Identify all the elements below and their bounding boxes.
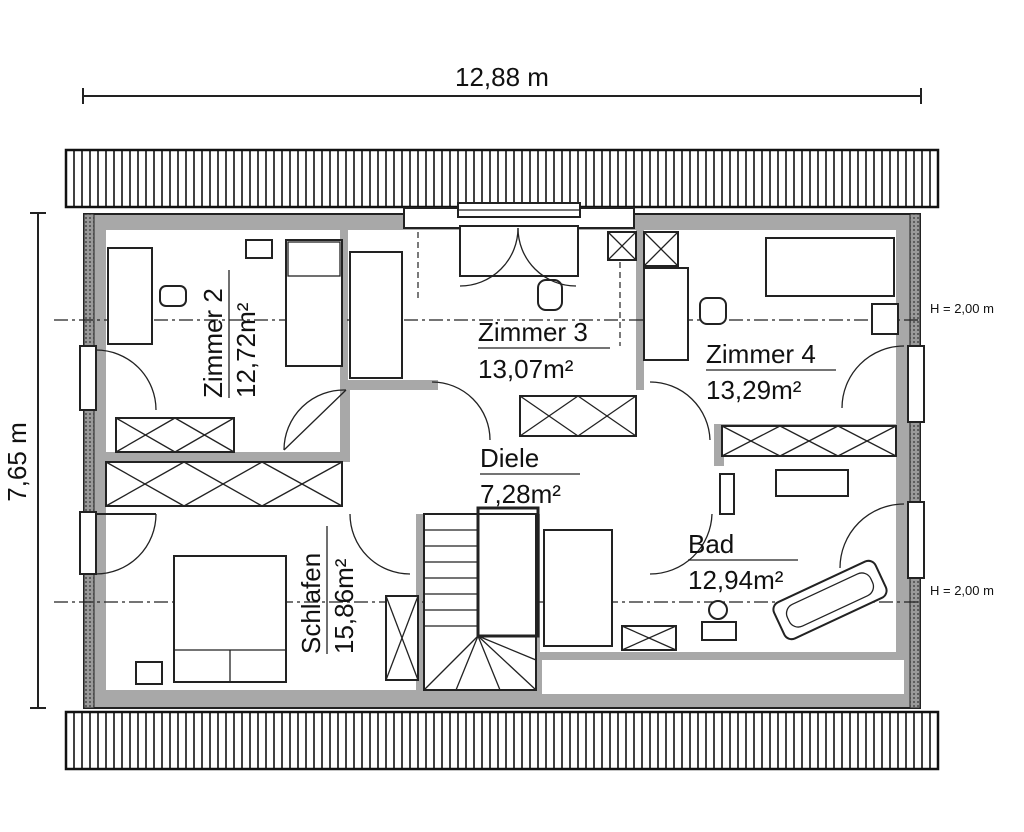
roof-top [64, 148, 940, 209]
height-marker-lower: H = 2,00 m [930, 583, 994, 598]
room-label-bad: Bad 12,94m² [688, 529, 798, 595]
bad-area: 12,94m² [688, 565, 784, 595]
schlafen-name: Schlafen [296, 553, 326, 654]
zimmer3-name: Zimmer 3 [478, 317, 588, 347]
zimmer3-furniture [349, 225, 637, 437]
zimmer4-name: Zimmer 4 [706, 339, 816, 369]
diele-area: 7,28m² [480, 479, 561, 509]
staircase [423, 506, 540, 691]
bad-furniture [543, 469, 888, 651]
zimmer2-area: 12,72m² [231, 302, 261, 398]
doors [95, 227, 905, 575]
bad-name: Bad [688, 529, 734, 559]
room-label-zimmer2: Zimmer 2 12,72m² [198, 270, 261, 398]
zimmer4-area: 13,29m² [706, 375, 802, 405]
windows-side [79, 345, 925, 579]
room-label-schlafen: Schlafen 15,86m² [296, 526, 359, 654]
schlafen-furniture [105, 461, 419, 685]
zimmer4-furniture [643, 231, 899, 457]
height-marker-upper: H = 2,00 m [930, 301, 994, 316]
room-label-zimmer4: Zimmer 4 13,29m² [706, 339, 836, 405]
zimmer2-name: Zimmer 2 [198, 288, 228, 398]
zimmer2-furniture [107, 239, 343, 453]
room-label-zimmer3: Zimmer 3 13,07m² [478, 317, 610, 384]
roof-bottom [64, 710, 940, 771]
room-label-diele: Diele 7,28m² [480, 443, 580, 509]
width-label: 12,88 m [455, 62, 549, 92]
height-dimension: 7,65 m [2, 212, 46, 709]
diele-name: Diele [480, 443, 539, 473]
zimmer3-area: 13,07m² [478, 354, 574, 384]
schlafen-area: 15,86m² [329, 558, 359, 654]
width-dimension: 12,88 m [82, 62, 922, 104]
height-label: 7,65 m [2, 422, 32, 502]
